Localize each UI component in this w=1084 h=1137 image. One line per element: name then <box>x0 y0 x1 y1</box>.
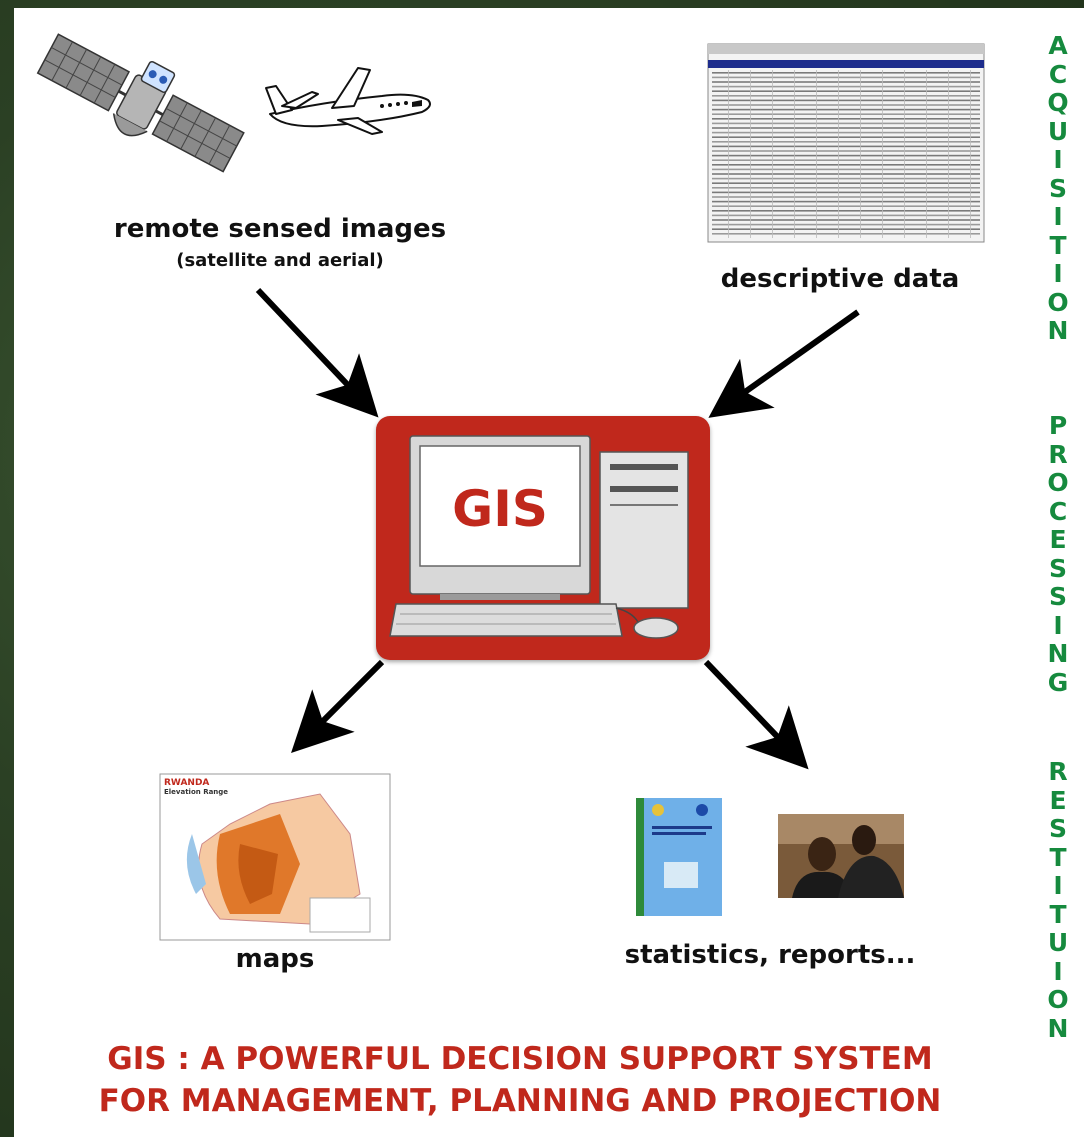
descriptive-data-label: descriptive data <box>720 264 960 294</box>
remote-sensed-sublabel: (satellite and aerial) <box>176 250 384 271</box>
arrow-gis-to-maps <box>291 659 385 753</box>
satellite-icon <box>36 33 245 173</box>
bottom-title-line1: GIS : A POWERFUL DECISION SUPPORT SYSTEM <box>107 1041 933 1077</box>
arrow-gis-to-stats <box>703 659 809 770</box>
maps-label: maps <box>235 944 315 974</box>
map-thumbnail <box>159 773 391 941</box>
gis-screen-label: GIS <box>452 480 548 538</box>
bottom-title: GIS : A POWERFUL DECISION SUPPORT SYSTEM… <box>0 1038 1040 1122</box>
report-cover-thumbnail <box>636 798 722 916</box>
meeting-photo-thumbnail <box>778 814 904 898</box>
arrow-remote-to-gis <box>255 287 379 418</box>
spreadsheet-thumbnail <box>707 43 985 243</box>
arrow-data-to-gis <box>708 309 860 418</box>
map-subtitle-label: Elevation Range <box>164 788 229 796</box>
statistics-reports-label: statistics, reports... <box>624 940 916 970</box>
bottom-title-line2: FOR MANAGEMENT, PLANNING AND PROJECTION <box>98 1083 942 1119</box>
remote-sensed-label: remote sensed images <box>113 214 447 244</box>
map-country-label: RWANDA <box>164 778 210 788</box>
computer-icon <box>389 435 689 639</box>
airplane-icon <box>265 67 431 135</box>
